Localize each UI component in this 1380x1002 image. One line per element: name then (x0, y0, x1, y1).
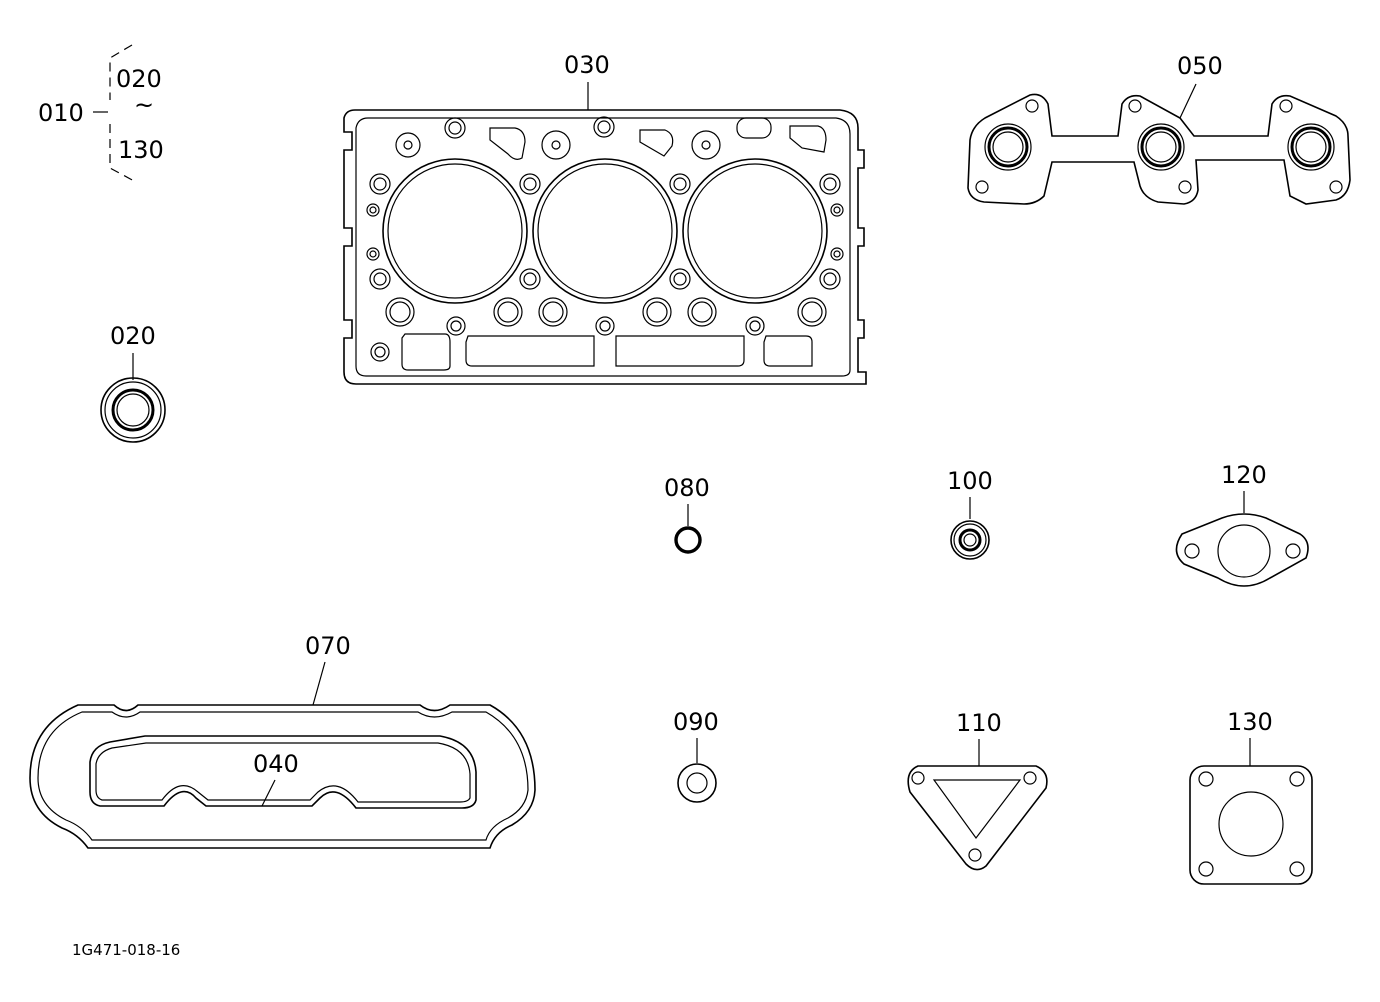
part-100-seal[interactable]: 100 (947, 467, 993, 560)
part-090-washer[interactable]: 090 (673, 708, 719, 803)
label-090: 090 (673, 708, 719, 736)
group-bracket: 010 020 ~ 130 (38, 44, 164, 183)
label-110: 110 (956, 709, 1002, 737)
label-range-start: 020 (116, 65, 162, 93)
label-range-sep: ~ (134, 91, 154, 119)
part-030-head-gasket[interactable]: 030 (343, 51, 867, 385)
label-040: 040 (253, 750, 299, 778)
label-range-end: 130 (118, 136, 164, 164)
part-020-stem-seal[interactable]: 020 (100, 322, 166, 443)
part-070-cover-gasket[interactable]: 070 (29, 632, 536, 849)
part-110-gasket[interactable]: 110 (907, 709, 1048, 871)
part-120-gasket[interactable]: 120 (1175, 461, 1309, 587)
label-120: 120 (1221, 461, 1267, 489)
part-130-gasket[interactable]: 130 (1189, 708, 1313, 885)
label-010: 010 (38, 99, 84, 127)
diagram-code: 1G471-018-16 (72, 941, 180, 959)
label-070: 070 (305, 632, 351, 660)
label-030: 030 (564, 51, 610, 79)
label-080: 080 (664, 474, 710, 502)
part-040-gasket[interactable]: 040 (89, 735, 477, 809)
label-130: 130 (1227, 708, 1273, 736)
label-050: 050 (1177, 52, 1223, 80)
label-020: 020 (110, 322, 156, 350)
part-080-o-ring[interactable]: 080 (664, 474, 710, 554)
part-050-manifold-gasket[interactable]: 050 (967, 52, 1351, 205)
label-100: 100 (947, 467, 993, 495)
